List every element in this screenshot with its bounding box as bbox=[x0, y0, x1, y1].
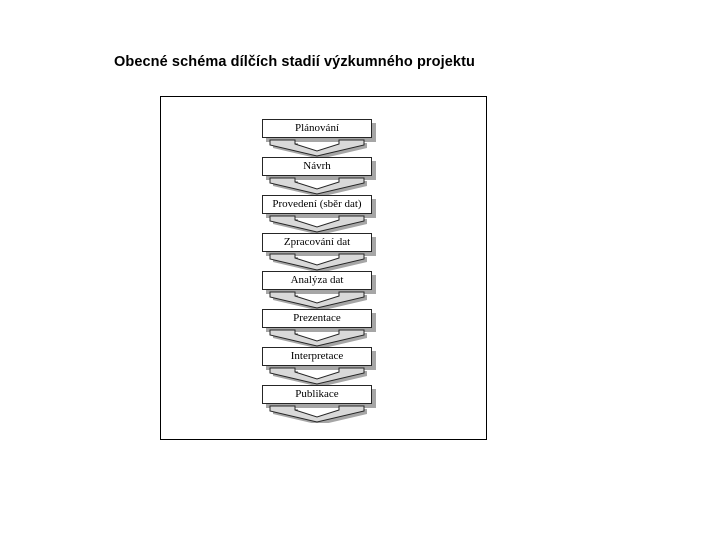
flow-node: Analýza dat bbox=[262, 271, 380, 294]
flow-connector-arrow bbox=[262, 290, 380, 309]
flow-node-label: Publikace bbox=[295, 388, 339, 400]
flow-node: Plánování bbox=[262, 119, 380, 142]
flow-connector-arrow bbox=[262, 138, 380, 157]
flow-connector-arrow bbox=[262, 176, 380, 195]
flow-node-box: Plánování bbox=[262, 119, 372, 138]
flow-node-label: Plánování bbox=[295, 122, 339, 134]
flow-node-label: Analýza dat bbox=[290, 274, 344, 286]
flow-node: Publikace bbox=[262, 385, 380, 408]
flow-node: Prezentace bbox=[262, 309, 380, 332]
flow-connector-arrow bbox=[262, 214, 380, 233]
flow-node-box: Publikace bbox=[262, 385, 372, 404]
flow-connector-arrow bbox=[262, 252, 380, 271]
flow-node: Provedení (sběr dat) bbox=[262, 195, 380, 218]
flow-connector-arrow bbox=[262, 404, 380, 423]
flow-node-box: Analýza dat bbox=[262, 271, 372, 290]
flow-node-label: Interpretace bbox=[290, 350, 344, 362]
flow-node: Návrh bbox=[262, 157, 380, 180]
flow-node-box: Interpretace bbox=[262, 347, 372, 366]
flow-connector-arrow bbox=[262, 328, 380, 347]
flow-node-box: Návrh bbox=[262, 157, 372, 176]
flow-connector-arrow bbox=[262, 366, 380, 385]
flow-node-label: Prezentace bbox=[293, 312, 341, 324]
flow-node: Zpracování dat bbox=[262, 233, 380, 256]
flow-node-label: Provedení (sběr dat) bbox=[272, 198, 362, 210]
flow-node-box: Zpracování dat bbox=[262, 233, 372, 252]
page-title: Obecné schéma dílčích stadií výzkumného … bbox=[114, 54, 475, 70]
flow-node-label: Návrh bbox=[303, 160, 331, 172]
flow-node-box: Prezentace bbox=[262, 309, 372, 328]
flow-node-label: Zpracování dat bbox=[283, 236, 351, 248]
flow-node-box: Provedení (sběr dat) bbox=[262, 195, 372, 214]
flow-node: Interpretace bbox=[262, 347, 380, 370]
